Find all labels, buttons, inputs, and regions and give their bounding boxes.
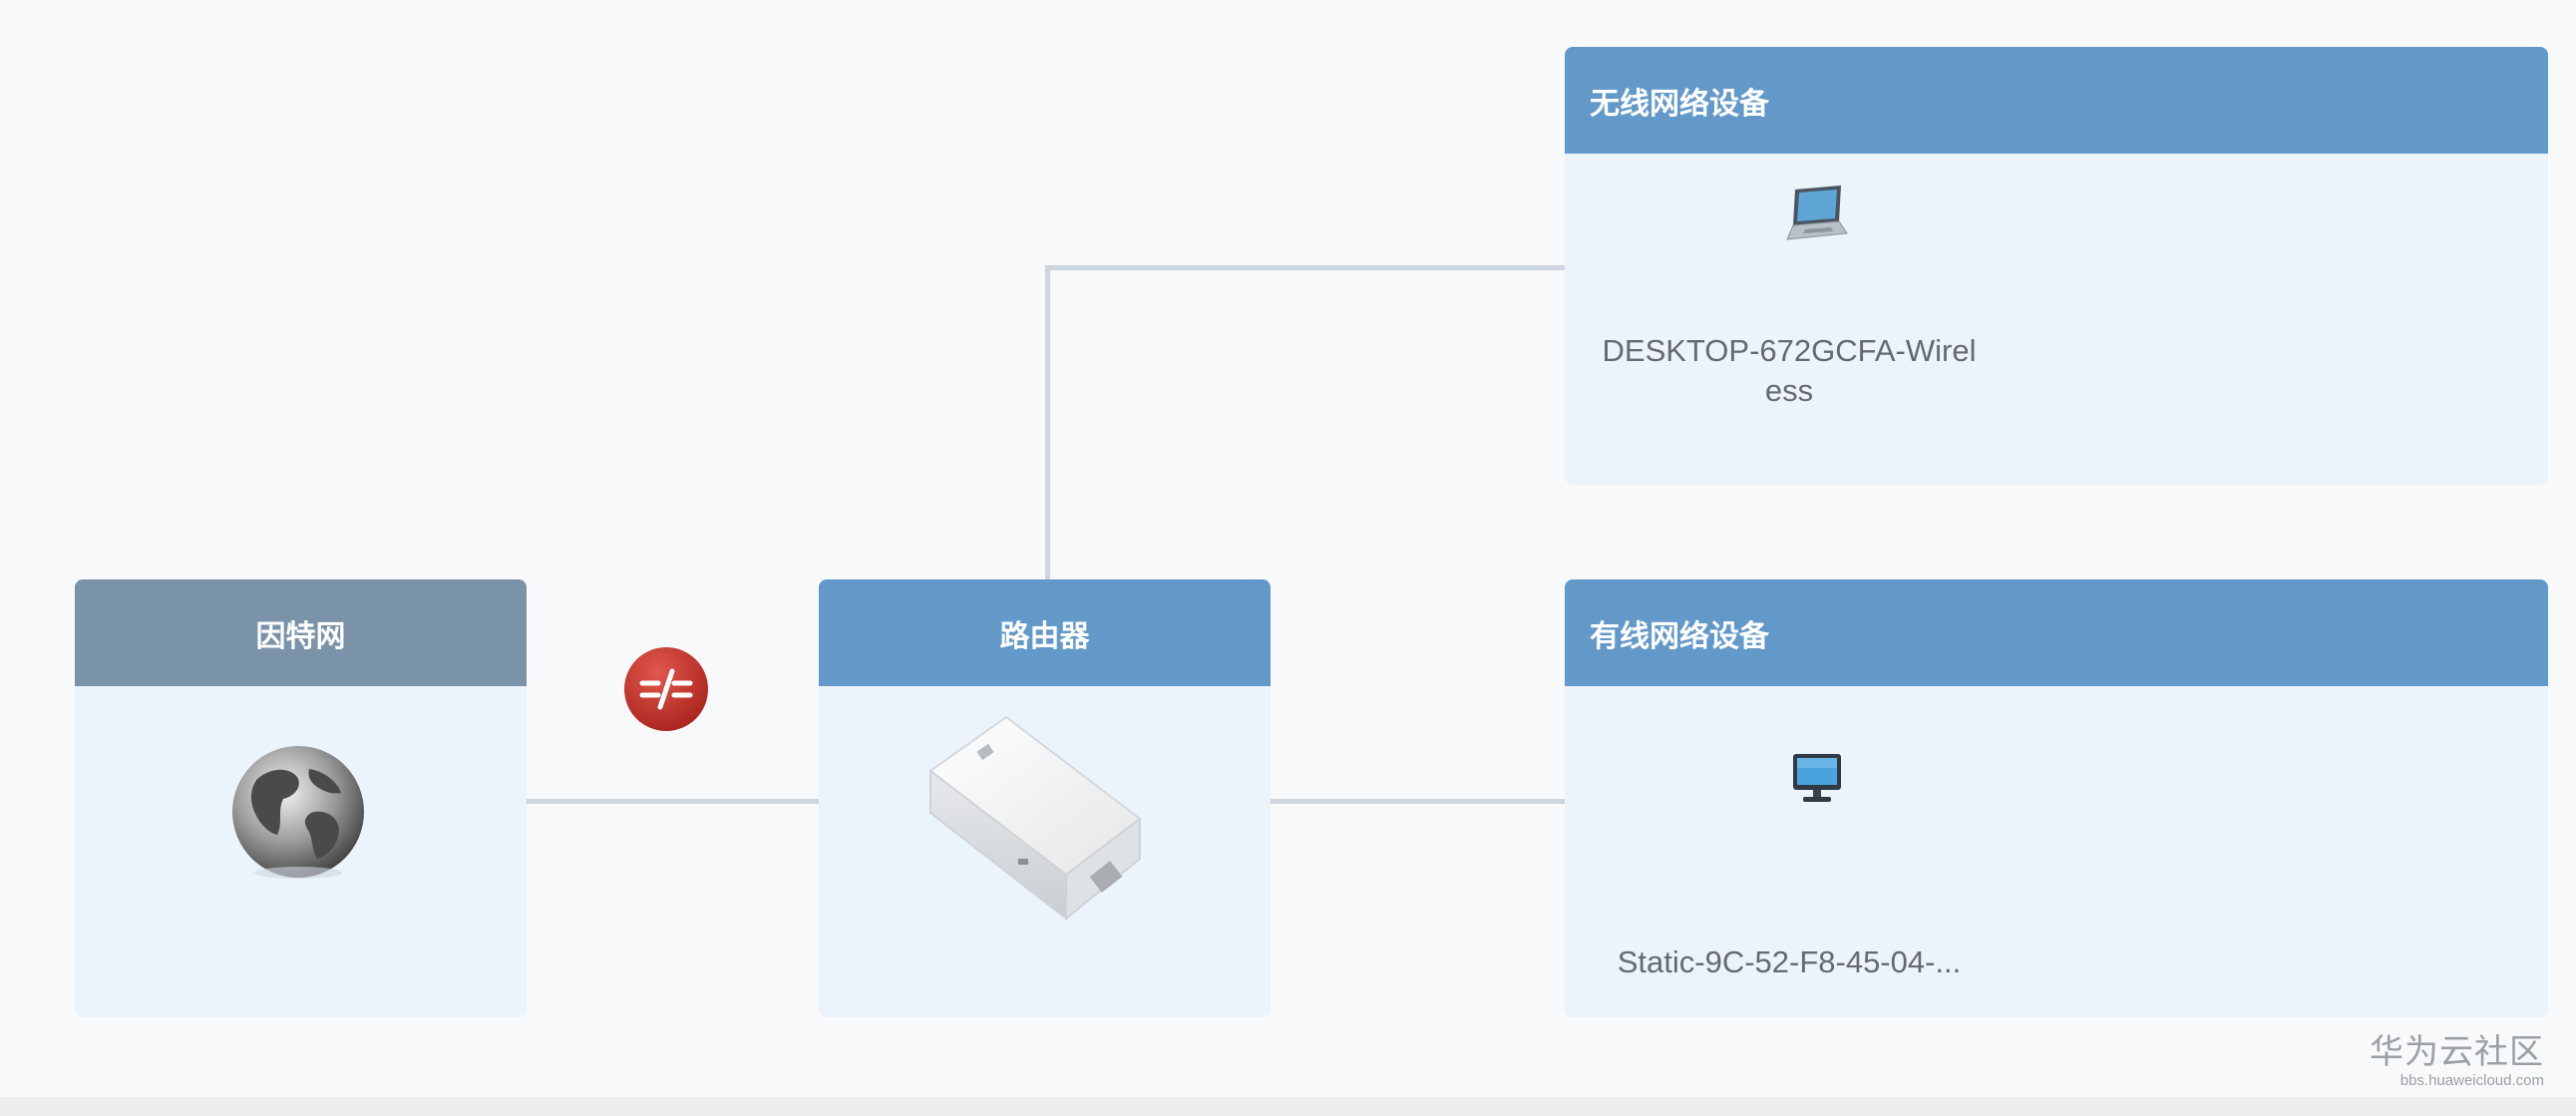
internet-title: 因特网	[255, 619, 346, 653]
connector-internet-router	[522, 799, 821, 804]
connector-router-wired	[1267, 799, 1566, 804]
connector-router-wireless-horizontal	[1045, 265, 1566, 270]
wired-devices-panel[interactable]: 有线网络设备 Static-9C-52-F8-45-04-...	[1565, 579, 2548, 1017]
wired-panel-header: 有线网络设备	[1565, 579, 2548, 686]
wired-title: 有线网络设备	[1590, 619, 1769, 653]
wireless-devices-panel[interactable]: 无线网络设备 DESKTOP-672GCFA-Wirel ess	[1565, 47, 2548, 485]
router-device-image[interactable]	[919, 709, 1178, 929]
watermark: 华为云社区 bbs.huaweicloud.com	[2370, 1032, 2544, 1090]
wireless-device-item[interactable]: DESKTOP-672GCFA-Wirel ess	[1565, 154, 2014, 485]
laptop-icon	[1786, 186, 1848, 240]
watermark-main: 华为云社区	[2370, 1033, 2544, 1071]
internet-panel-header: 因特网	[75, 579, 527, 686]
router-panel[interactable]: 路由器	[819, 579, 1271, 1017]
wireless-device-name: DESKTOP-672GCFA-Wirel ess	[1602, 333, 1977, 408]
router-panel-header: 路由器	[819, 579, 1271, 686]
desktop-monitor-icon	[1793, 754, 1841, 802]
wired-device-item[interactable]: Static-9C-52-F8-45-04-...	[1565, 686, 2014, 1017]
watermark-sub: bbs.huaweicloud.com	[2399, 1072, 2544, 1089]
wireless-title: 无线网络设备	[1590, 87, 1769, 121]
globe-icon[interactable]	[227, 741, 369, 883]
router-title: 路由器	[999, 619, 1090, 653]
bottom-bar	[0, 1097, 2576, 1116]
wired-device-name: Static-9C-52-F8-45-04-...	[1617, 944, 1962, 979]
broken-link-icon[interactable]	[620, 643, 712, 735]
wireless-panel-header: 无线网络设备	[1565, 47, 2548, 154]
internet-panel[interactable]: 因特网	[75, 579, 527, 1017]
connector-router-wireless-vertical	[1045, 265, 1050, 579]
